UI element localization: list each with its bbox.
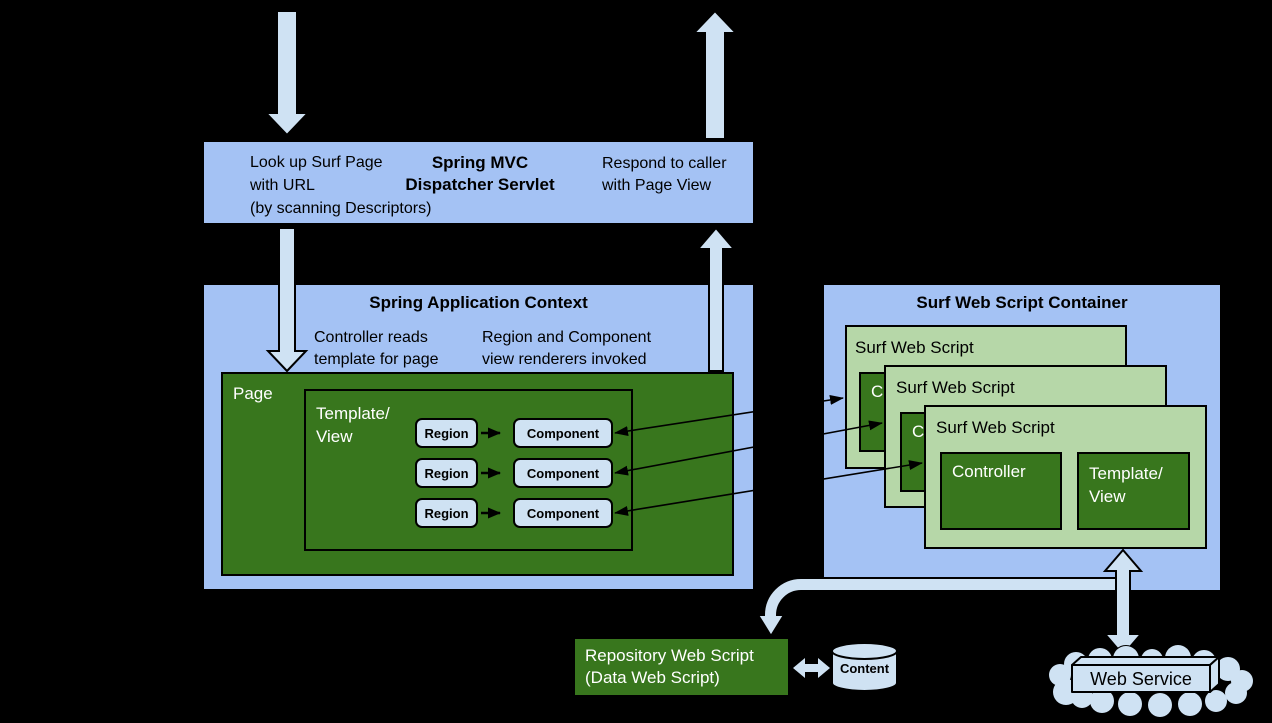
repository-label-line: (Data Web Script) xyxy=(585,668,720,687)
template-view-label-line: Template/ xyxy=(1089,464,1163,483)
dispatcher-servlet-box xyxy=(202,140,755,225)
dispatcher-left-note-line: (by scanning Descriptors) xyxy=(250,200,432,217)
surf-web-script-label-1: Surf Web Script xyxy=(855,338,974,357)
repository-content-arrow-icon xyxy=(793,658,830,678)
dispatcher-right-note-line: Respond to caller xyxy=(602,155,727,172)
controller-box-3: Controller xyxy=(940,452,1062,530)
page-label: Page xyxy=(233,384,273,403)
template-view-box-3: Template/ View xyxy=(1077,452,1190,530)
template-view-label-line: View xyxy=(1089,487,1126,506)
dispatcher-left-note-line: Look up Surf Page xyxy=(250,154,383,171)
surf-container-title: Surf Web Script Container xyxy=(916,293,1128,312)
content-database-label: Content xyxy=(839,661,890,676)
renderers-invoked-note-line: view renderers invoked xyxy=(482,351,647,368)
component-box: Component xyxy=(513,418,613,448)
controller-reads-note: Controller reads template for page xyxy=(314,327,439,371)
renderers-invoked-note: Region and Component view renderers invo… xyxy=(482,327,651,371)
web-service-label: Web Service xyxy=(1090,669,1192,689)
renderers-invoked-note-line: Region and Component xyxy=(482,329,652,346)
dispatcher-title-line: Dispatcher Servlet xyxy=(405,175,555,194)
component-box: Component xyxy=(513,498,613,528)
template-view-label-line: Template/ xyxy=(316,404,390,423)
dispatcher-left-note: Look up Surf Page with URL (by scanning … xyxy=(250,151,431,220)
dispatcher-title-line: Spring MVC xyxy=(431,153,529,172)
repository-web-script-box: Repository Web Script (Data Web Script) xyxy=(573,637,790,697)
dispatcher-left-note-line: with URL xyxy=(250,177,315,194)
region-box: Region xyxy=(415,498,478,528)
component-box: Component xyxy=(513,458,613,488)
dispatcher-right-note: Respond to caller with Page View xyxy=(602,153,727,197)
dispatcher-title: Spring MVC Dispatcher Servlet xyxy=(355,152,605,196)
template-view-label-line: View xyxy=(316,427,353,446)
surf-web-script-label-3: Surf Web Script xyxy=(936,418,1055,437)
region-box: Region xyxy=(415,458,478,488)
controller-reads-note-line: template for page xyxy=(314,351,439,368)
dispatcher-right-note-line: with Page View xyxy=(602,177,712,194)
controller-reads-note-line: Controller reads xyxy=(314,329,428,346)
region-box: Region xyxy=(415,418,478,448)
response-up-arrow-icon xyxy=(691,9,739,140)
request-down-arrow-icon xyxy=(263,10,311,137)
surf-web-script-label-2: Surf Web Script xyxy=(896,378,1015,397)
application-context-title: Spring Application Context xyxy=(369,293,588,312)
repository-label-line: Repository Web Script xyxy=(585,646,754,665)
template-view-label: Template/ View xyxy=(316,402,390,448)
